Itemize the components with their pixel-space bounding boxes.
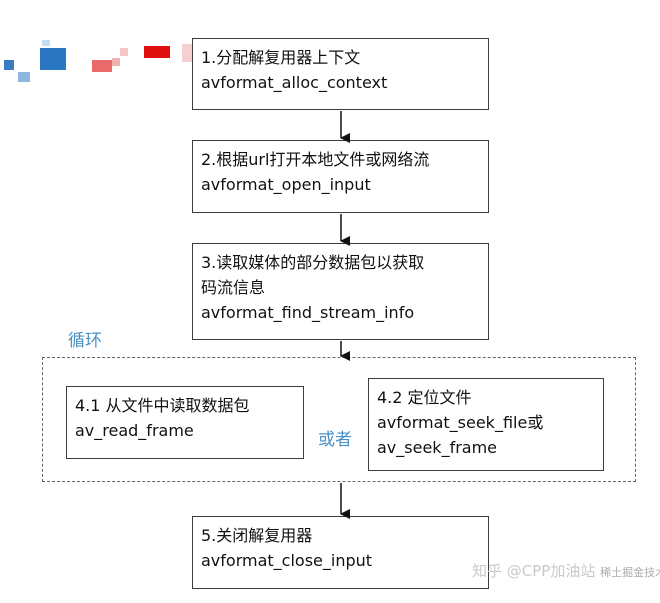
step-4-1-title: 4.1 从文件中读取数据包	[75, 396, 250, 415]
step-2-function: avformat_open_input	[201, 175, 371, 194]
or-label: 或者	[318, 430, 352, 450]
step-2-title: 2.根据url打开本地文件或网络流	[201, 150, 430, 169]
watermark: 知乎 @CPP加油站 稀土掘金技术社区	[472, 560, 660, 581]
loop-label: 循环	[68, 331, 102, 351]
step-3-box: 3.读取媒体的部分数据包以获取 码流信息 avformat_find_strea…	[192, 243, 489, 340]
step-3-title-cont: 码流信息	[201, 278, 266, 297]
step-5-title: 5.关闭解复用器	[201, 526, 313, 545]
step-4-2-box: 4.2 定位文件 avformat_seek_file或 av_seek_fra…	[368, 378, 604, 471]
watermark-main: 知乎 @CPP加油站	[472, 562, 596, 580]
step-2-box: 2.根据url打开本地文件或网络流 avformat_open_input	[192, 140, 489, 213]
step-4-2-function: avformat_seek_file或	[377, 413, 544, 432]
step-5-function: avformat_close_input	[201, 551, 373, 570]
step-5-box: 5.关闭解复用器 avformat_close_input	[192, 516, 489, 589]
step-3-function: avformat_find_stream_info	[201, 303, 415, 322]
step-4-1-function: av_read_frame	[75, 421, 194, 440]
step-3-title: 3.读取媒体的部分数据包以获取	[201, 253, 425, 272]
step-1-title: 1.分配解复用器上下文	[201, 48, 361, 67]
step-4-2-title: 4.2 定位文件	[377, 388, 472, 407]
step-1-function: avformat_alloc_context	[201, 73, 388, 92]
step-4-2-function-alt: av_seek_frame	[377, 438, 498, 457]
step-1-box: 1.分配解复用器上下文 avformat_alloc_context	[192, 38, 489, 110]
step-4-1-box: 4.1 从文件中读取数据包 av_read_frame	[66, 386, 304, 459]
loop-region	[42, 357, 636, 482]
watermark-sub: 稀土掘金技术社区	[600, 566, 660, 579]
